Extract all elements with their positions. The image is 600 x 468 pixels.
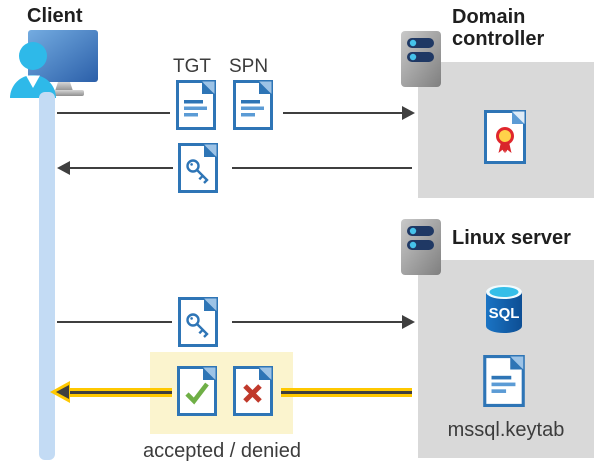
arrow-request-line — [57, 112, 170, 114]
certificate-document-icon — [484, 110, 526, 164]
check-document-icon — [177, 366, 217, 416]
sql-database-icon: SQL — [484, 283, 524, 335]
domain-controller-title: Domain controller — [452, 6, 545, 50]
tgt-label: TGT — [173, 56, 211, 77]
arrow-present-line — [57, 321, 172, 323]
arrow-request-head — [402, 106, 415, 120]
arrow-result-line — [281, 391, 412, 394]
server-icon — [400, 218, 442, 276]
keytab-document-icon — [483, 355, 525, 407]
x-document-icon — [233, 366, 273, 416]
tgt-document-icon — [176, 80, 216, 130]
client-title: Client — [27, 5, 83, 27]
sql-label: SQL — [489, 305, 520, 322]
arrow-result-line — [66, 391, 172, 394]
linux-server-title: Linux server — [452, 227, 571, 249]
server-icon — [400, 30, 442, 88]
arrow-present-head — [402, 315, 415, 329]
spn-document-icon — [233, 80, 273, 130]
result-label: accepted / denied — [143, 440, 301, 462]
key-document-icon — [178, 143, 218, 193]
arrow-request-line — [283, 112, 403, 114]
arrow-ticket-line — [232, 167, 412, 169]
arrow-result-head — [56, 385, 69, 399]
arrow-present-line — [232, 321, 403, 323]
key-document-icon — [178, 297, 218, 347]
arrow-ticket-line — [69, 167, 173, 169]
client-lifeline-bar — [39, 92, 55, 460]
client-workstation-icon — [2, 28, 106, 98]
spn-label: SPN — [229, 56, 269, 77]
arrow-ticket-head — [57, 161, 70, 175]
keytab-label: mssql.keytab — [447, 419, 565, 441]
